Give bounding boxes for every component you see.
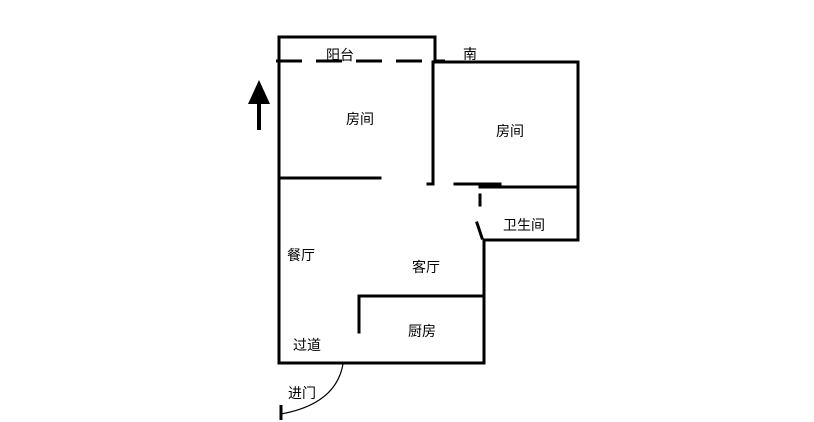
label-room-left: 房间: [346, 112, 374, 128]
label-south: 南: [463, 47, 477, 63]
label-bathroom: 卫生间: [503, 218, 545, 234]
label-dining: 餐厅: [287, 248, 315, 264]
arrow-up-icon: [248, 80, 270, 130]
label-entrance: 进门: [288, 386, 316, 402]
label-room-right: 房间: [496, 124, 524, 140]
bath-door-swing: [475, 221, 484, 240]
entrance-door: [279, 363, 344, 420]
label-living: 客厅: [412, 259, 440, 276]
label-balcony: 阳台: [326, 48, 354, 64]
label-kitchen: 厨房: [408, 324, 436, 340]
walls: [277, 35, 580, 365]
label-corridor: 过道: [293, 338, 321, 354]
